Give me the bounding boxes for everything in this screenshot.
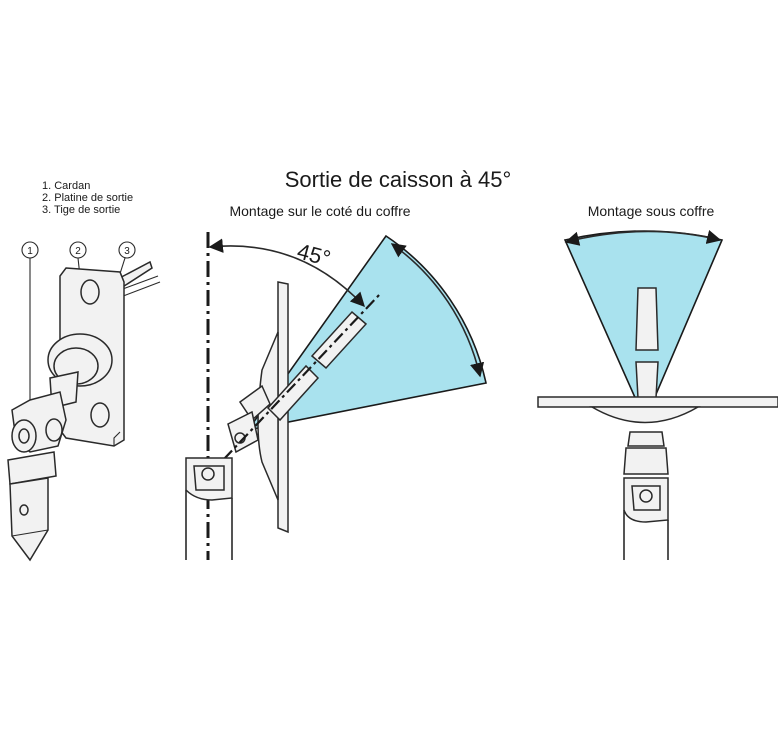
under-mount-view: Montage sous coffre xyxy=(537,203,778,560)
legend-item-cardan: 1. Cardan xyxy=(42,180,90,192)
cardan-joint xyxy=(7,371,79,485)
angle-label-45: 45° xyxy=(295,238,334,271)
drive-shaft-tip xyxy=(9,477,49,562)
svg-text:2: 2 xyxy=(75,246,81,257)
under-sweep-arc xyxy=(564,229,722,246)
callout-1: 1 xyxy=(21,241,39,415)
legend-item-tige: 3. Tige de sortie xyxy=(42,204,120,216)
inclined-rod xyxy=(266,310,368,422)
parts-legend: 1. Cardan 2. Platine de sortie 3. Tige d… xyxy=(42,180,133,216)
box-bottom-plate xyxy=(537,396,778,424)
side-mount-view: Montage sur le coté du coffre 45° xyxy=(185,203,487,560)
part-detail-drawing: 1 2 3 xyxy=(7,241,161,562)
legend-item-platine: 2. Platine de sortie xyxy=(42,192,133,204)
under-mount-label: Montage sous coffre xyxy=(588,203,715,219)
side-drive-housing xyxy=(185,457,233,560)
under-cardan xyxy=(623,431,669,560)
svg-text:3: 3 xyxy=(124,246,130,257)
sweep-range-arc xyxy=(390,243,485,378)
box-wall-plate xyxy=(257,281,289,534)
inclined-axis-line xyxy=(207,293,381,477)
diagram-title: Sortie de caisson à 45° xyxy=(285,167,512,192)
side-mount-label: Montage sur le coté du coffre xyxy=(229,203,410,219)
svg-text:1: 1 xyxy=(27,246,33,257)
angle-arc-45 xyxy=(208,238,365,308)
side-cardan xyxy=(227,384,271,454)
under-rod xyxy=(635,287,659,399)
